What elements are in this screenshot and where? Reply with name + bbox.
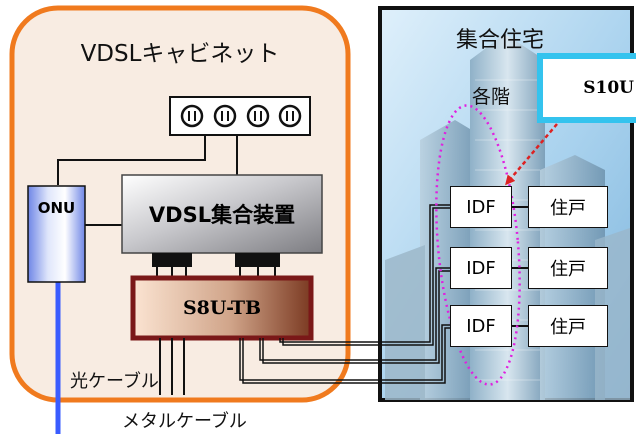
- onu-label: ONU: [37, 199, 76, 217]
- outlet-socket-icon: [246, 104, 270, 128]
- outlet-socket-icon: [213, 104, 237, 128]
- unit-box-1: 住戸: [528, 186, 608, 228]
- unit-box-3: 住戸: [528, 305, 608, 347]
- idf-unit-links: [512, 206, 528, 327]
- idf-box-3: IDF: [450, 305, 512, 347]
- building-title: 集合住宅: [456, 28, 545, 53]
- s10u-label: S10U: [583, 78, 634, 98]
- terminal-block-device: [130, 275, 314, 341]
- cabinet-title: VDSLキャビネット: [80, 41, 280, 67]
- outlet-socket-icon: [180, 104, 204, 128]
- optical-cable-label: 光ケーブル: [70, 371, 159, 392]
- s10u-arrow: [505, 123, 558, 186]
- idf-box-1: IDF: [450, 186, 512, 228]
- metal-cable-drops: [159, 338, 185, 395]
- vdsl-unit-label: VDSL集合装置: [148, 203, 296, 227]
- power-wiring: [57, 135, 238, 185]
- terminal-block-label: S8U-TB: [182, 297, 262, 319]
- unit-box-2: 住戸: [528, 247, 608, 289]
- outlet-sockets: [180, 104, 302, 128]
- idf-box-2: IDF: [450, 247, 512, 289]
- outlet-socket-icon: [278, 104, 302, 128]
- metal-cable-label: メタルケーブル: [122, 411, 247, 432]
- s10u-box: [537, 53, 636, 123]
- onu-device: [27, 185, 86, 283]
- vdsl-port-connectors: [152, 253, 280, 278]
- floor-label: 各階: [472, 86, 511, 108]
- vdsl-unit-device: [121, 174, 323, 254]
